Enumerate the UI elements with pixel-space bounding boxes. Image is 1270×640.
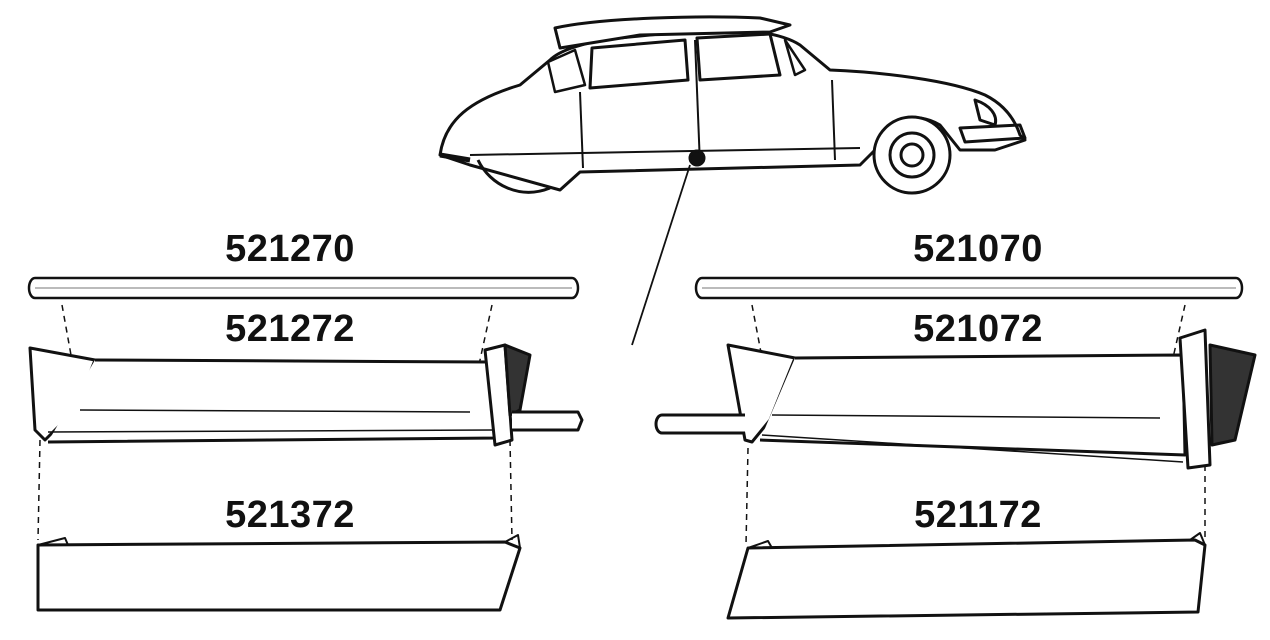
part-number-left-sill: 521272	[225, 308, 355, 350]
leader-line	[631, 164, 691, 346]
right-sill-drawing	[654, 328, 1257, 470]
left-rod-drawing	[27, 276, 580, 300]
part-number-left-rod: 521270	[225, 228, 355, 270]
part-number-right-rod: 521070	[913, 228, 1043, 270]
car-illustration	[438, 15, 1027, 195]
left-sill-drawing	[28, 343, 584, 447]
right-cover-drawing	[726, 532, 1207, 620]
part-number-left-cover: 521372	[225, 494, 355, 536]
part-number-right-cover: 521172	[914, 494, 1042, 536]
location-marker	[688, 149, 706, 167]
right-rod-drawing	[694, 276, 1244, 300]
left-cover-drawing	[36, 534, 522, 612]
part-number-right-sill: 521072	[913, 308, 1043, 350]
